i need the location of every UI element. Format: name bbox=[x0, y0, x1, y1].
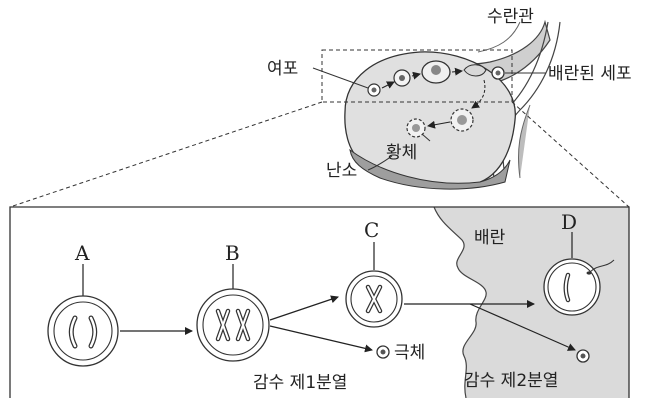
polar-body-1-icon bbox=[377, 346, 389, 358]
ovulation-region bbox=[434, 207, 629, 398]
meiosis-panel: A B C 극체 bbox=[10, 207, 629, 398]
label-meiosis-2: 감수 제2분열 bbox=[464, 371, 558, 391]
stage-label-d: D bbox=[561, 210, 577, 234]
stage-label-c: C bbox=[364, 218, 379, 242]
label-polar-body: 극체 bbox=[394, 343, 425, 363]
cell-b bbox=[197, 264, 269, 361]
label-ovulation: 배란 bbox=[474, 228, 506, 248]
label-corpus-luteum: 황체 bbox=[386, 143, 417, 163]
cell-c bbox=[346, 242, 402, 327]
arrow-b-c bbox=[270, 297, 338, 320]
label-ovary: 난소 bbox=[326, 161, 357, 181]
polar-body-2-icon bbox=[577, 350, 589, 362]
stage-label-a: A bbox=[74, 241, 90, 265]
label-ovulated-cell: 배란된 세포 bbox=[548, 64, 632, 84]
label-meiosis-1: 감수 제1분열 bbox=[253, 373, 347, 393]
zoom-line-right bbox=[512, 102, 629, 207]
label-follicle: 여포 bbox=[267, 59, 298, 79]
stage-label-b: B bbox=[225, 241, 240, 265]
label-oviduct: 수란관 bbox=[487, 7, 534, 27]
zoom-line-left bbox=[10, 102, 322, 207]
cell-a bbox=[48, 264, 118, 366]
arrow-b-polar bbox=[270, 326, 372, 350]
